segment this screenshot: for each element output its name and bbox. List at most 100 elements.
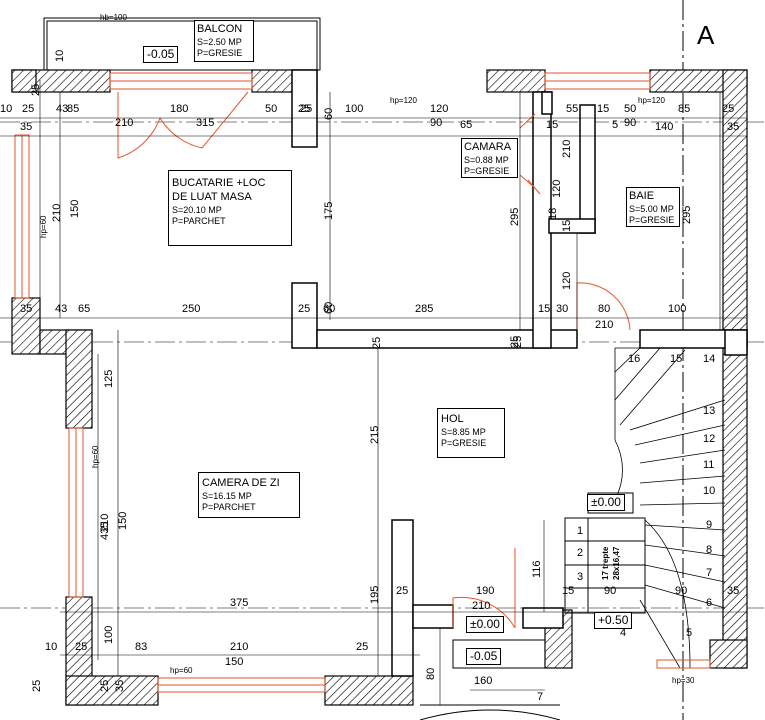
dimension-label: 25 xyxy=(722,103,735,115)
dimension-label: 120 xyxy=(430,103,449,115)
room-area: S=0.88 MP xyxy=(464,154,509,165)
dimension-label: 90 xyxy=(604,585,617,597)
dimension-label: 80 xyxy=(598,303,611,315)
stair-step-number: 2 xyxy=(577,547,584,559)
dimension-label: 35 xyxy=(727,121,740,133)
room-name: CAMERA DE ZI xyxy=(202,477,280,489)
room-floor: P=PARCHET xyxy=(202,502,256,512)
dimension-label: 210 xyxy=(99,513,111,532)
room-name: CAMARA xyxy=(464,141,512,153)
dimension-label: 195 xyxy=(369,585,381,604)
dimension-label: 5 xyxy=(612,119,619,131)
dimension-label: 120 xyxy=(561,271,573,290)
stair-dims: 28x16,47 xyxy=(612,546,621,580)
dimension-label: 120 xyxy=(551,179,563,198)
dimension-label: 215 xyxy=(369,425,381,444)
stair-step-number: 3 xyxy=(577,571,584,583)
dimension-label: 295 xyxy=(681,205,693,224)
dimension-label: 83 xyxy=(135,641,148,653)
dimension-label: 65 xyxy=(78,303,91,315)
room-label-bucatarie: BUCATARIE +LOC DE LUAT MASA S=20.10 MP P… xyxy=(168,170,292,246)
dimension-label: 15 xyxy=(538,303,551,315)
dimension-lines xyxy=(0,80,747,705)
dimension-label: 125 xyxy=(103,369,115,388)
room-label-balcon: BALCON S=2.50 MP P=GRESIE xyxy=(194,20,254,62)
room-name: BAIE xyxy=(629,190,655,202)
stair-step-number: 4 xyxy=(620,627,627,639)
room-name-line2: DE LUAT MASA xyxy=(172,190,252,203)
stair-step-number: 12 xyxy=(703,433,716,445)
room-area: S=5.00 MP xyxy=(629,203,674,214)
dimension-label: 116 xyxy=(531,560,543,578)
doors xyxy=(117,91,631,629)
dimension-label: 160 xyxy=(474,675,493,687)
dimension-label: 250 xyxy=(182,303,201,315)
dimension-label: 100 xyxy=(345,103,364,115)
dimension-label: 10 xyxy=(0,103,13,115)
dimension-label: 60 xyxy=(323,301,335,314)
room-area: S=16.15 MP xyxy=(202,490,252,501)
room-name: BALCON xyxy=(197,23,243,35)
dimension-label: 210 xyxy=(115,117,134,129)
dimension-label: 190 xyxy=(476,585,495,597)
dimension-label: 15 xyxy=(597,103,610,115)
dimension-label: 15 xyxy=(562,585,575,597)
sill-height-left-bottom: hp=60 xyxy=(91,445,100,468)
dimension-label: 60 xyxy=(323,303,336,315)
room-name: HOL xyxy=(441,413,464,425)
exterior-walls xyxy=(11,69,748,706)
stair-treads xyxy=(614,347,726,669)
dimension-label: 25 xyxy=(371,336,383,349)
dimension-label: 295 xyxy=(509,207,521,226)
dimension-label: 25 xyxy=(396,585,409,597)
sill-height-left-top: hp=60 xyxy=(39,215,48,238)
room-floor: P=GRESIE xyxy=(464,166,510,176)
dimension-label: 25 xyxy=(75,641,88,653)
dimension-label: 35 xyxy=(114,679,126,692)
dimension-label: 43 xyxy=(55,303,68,315)
dimension-label: 18 xyxy=(547,207,559,220)
stair-step-number: 15 xyxy=(670,353,683,365)
dimension-label: 90 xyxy=(624,117,637,129)
dimension-label: 25 xyxy=(298,303,311,315)
stair-step-number: 7 xyxy=(706,567,713,579)
dimension-label: 15 xyxy=(561,219,573,232)
room-name: BUCATARIE +LOC xyxy=(172,177,266,189)
dimension-label: 30 xyxy=(556,303,569,315)
sill-height-balcon-door: hb=100 xyxy=(100,13,127,22)
dimension-label: 15 xyxy=(546,119,559,131)
room-area: S=2.50 MP xyxy=(197,36,242,47)
dimension-label: 85 xyxy=(678,103,691,115)
stair-step-number: 10 xyxy=(703,485,716,497)
room-label-camera: CAMERA DE ZI S=16.15 MP P=PARCHET xyxy=(198,472,300,518)
room-floor: P=GRESIE xyxy=(629,215,675,225)
stair-step-number: 16 xyxy=(628,353,641,365)
level-entry-ext: -0.05 xyxy=(466,648,502,666)
dimension-label: 90 xyxy=(675,585,688,597)
sill-height-bottom-right: hp=30 xyxy=(672,676,695,685)
dimension-label: 35 xyxy=(727,585,740,597)
dimension-label: 25 xyxy=(99,679,111,692)
dimension-label: 7 xyxy=(537,691,544,703)
dimension-label: 285 xyxy=(415,303,434,315)
dimension-label: 150 xyxy=(117,511,129,530)
dimension-label: 55 xyxy=(566,103,579,115)
dimension-label: 25 xyxy=(22,103,35,115)
stair-step-number: 11 xyxy=(703,459,715,471)
dimension-label: 25 xyxy=(298,103,311,115)
stair-step-number: 6 xyxy=(706,597,713,609)
balcony-outline xyxy=(43,17,321,71)
stair-step-number: 14 xyxy=(703,353,716,365)
dimension-label: 175 xyxy=(323,201,335,220)
dimension-label: 35 xyxy=(20,303,33,315)
sill-height-bottom: hp=60 xyxy=(170,666,193,675)
dimension-label: 60 xyxy=(323,107,335,120)
room-area: S=20.10 MP xyxy=(172,204,222,215)
dimension-label: 315 xyxy=(196,117,215,129)
dimension-label: 10 xyxy=(54,49,66,62)
axis-label: A xyxy=(697,20,715,50)
dimension-label: 35 xyxy=(20,121,33,133)
room-area: S=8.85 MP xyxy=(441,426,486,437)
dimension-label: 100 xyxy=(668,303,687,315)
